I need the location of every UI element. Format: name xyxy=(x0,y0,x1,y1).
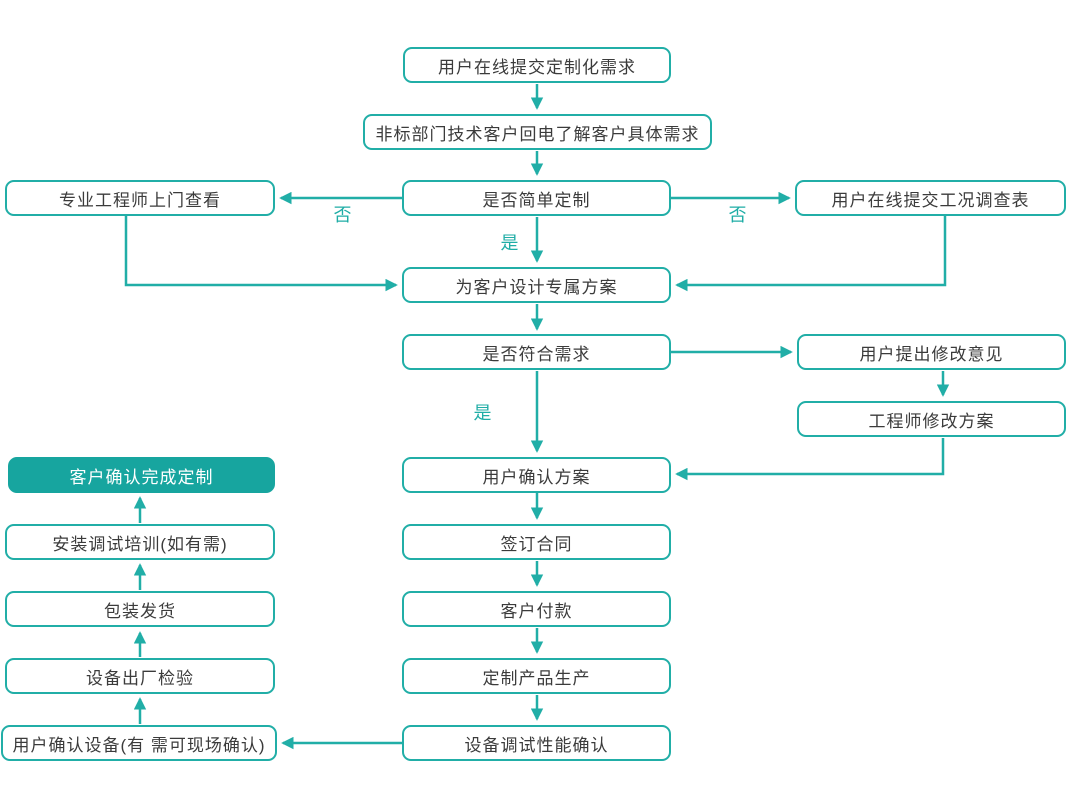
node-meets-requirement: 是否符合需求 xyxy=(402,334,671,370)
branch-label-no-right: 否 xyxy=(728,205,748,225)
node-factory-inspection: 设备出厂检验 xyxy=(5,658,275,694)
node-confirm-plan: 用户确认方案 xyxy=(402,457,671,493)
node-engineer-modify: 工程师修改方案 xyxy=(797,401,1066,437)
node-is-simple-custom: 是否简单定制 xyxy=(402,180,671,216)
node-tech-callback: 非标部门技术客户回电了解客户具体需求 xyxy=(363,114,712,150)
edge-visit-to-design xyxy=(124,216,398,292)
branch-label-no-left: 否 xyxy=(333,205,353,225)
node-customer-payment: 客户付款 xyxy=(402,591,671,627)
edge-survey-to-design xyxy=(675,216,947,292)
node-production: 定制产品生产 xyxy=(402,658,671,694)
node-user-confirm-device: 用户确认设备(有 需可现场确认) xyxy=(1,725,277,761)
node-install-training: 安装调试培训(如有需) xyxy=(5,524,275,560)
node-user-feedback: 用户提出修改意见 xyxy=(797,334,1066,370)
node-design-plan: 为客户设计专属方案 xyxy=(402,267,671,303)
node-engineer-visit: 专业工程师上门查看 xyxy=(5,180,275,216)
node-survey-form: 用户在线提交工况调查表 xyxy=(795,180,1066,216)
edge-modify-to-confirm xyxy=(675,438,945,481)
node-debug-performance: 设备调试性能确认 xyxy=(402,725,671,761)
branch-label-yes-simple: 是 xyxy=(500,233,520,253)
node-sign-contract: 签订合同 xyxy=(402,524,671,560)
node-submit-requirement: 用户在线提交定制化需求 xyxy=(403,47,671,83)
branch-label-yes-meets: 是 xyxy=(473,403,493,423)
node-custom-complete: 客户确认完成定制 xyxy=(8,457,275,493)
node-pack-ship: 包装发货 xyxy=(5,591,275,627)
